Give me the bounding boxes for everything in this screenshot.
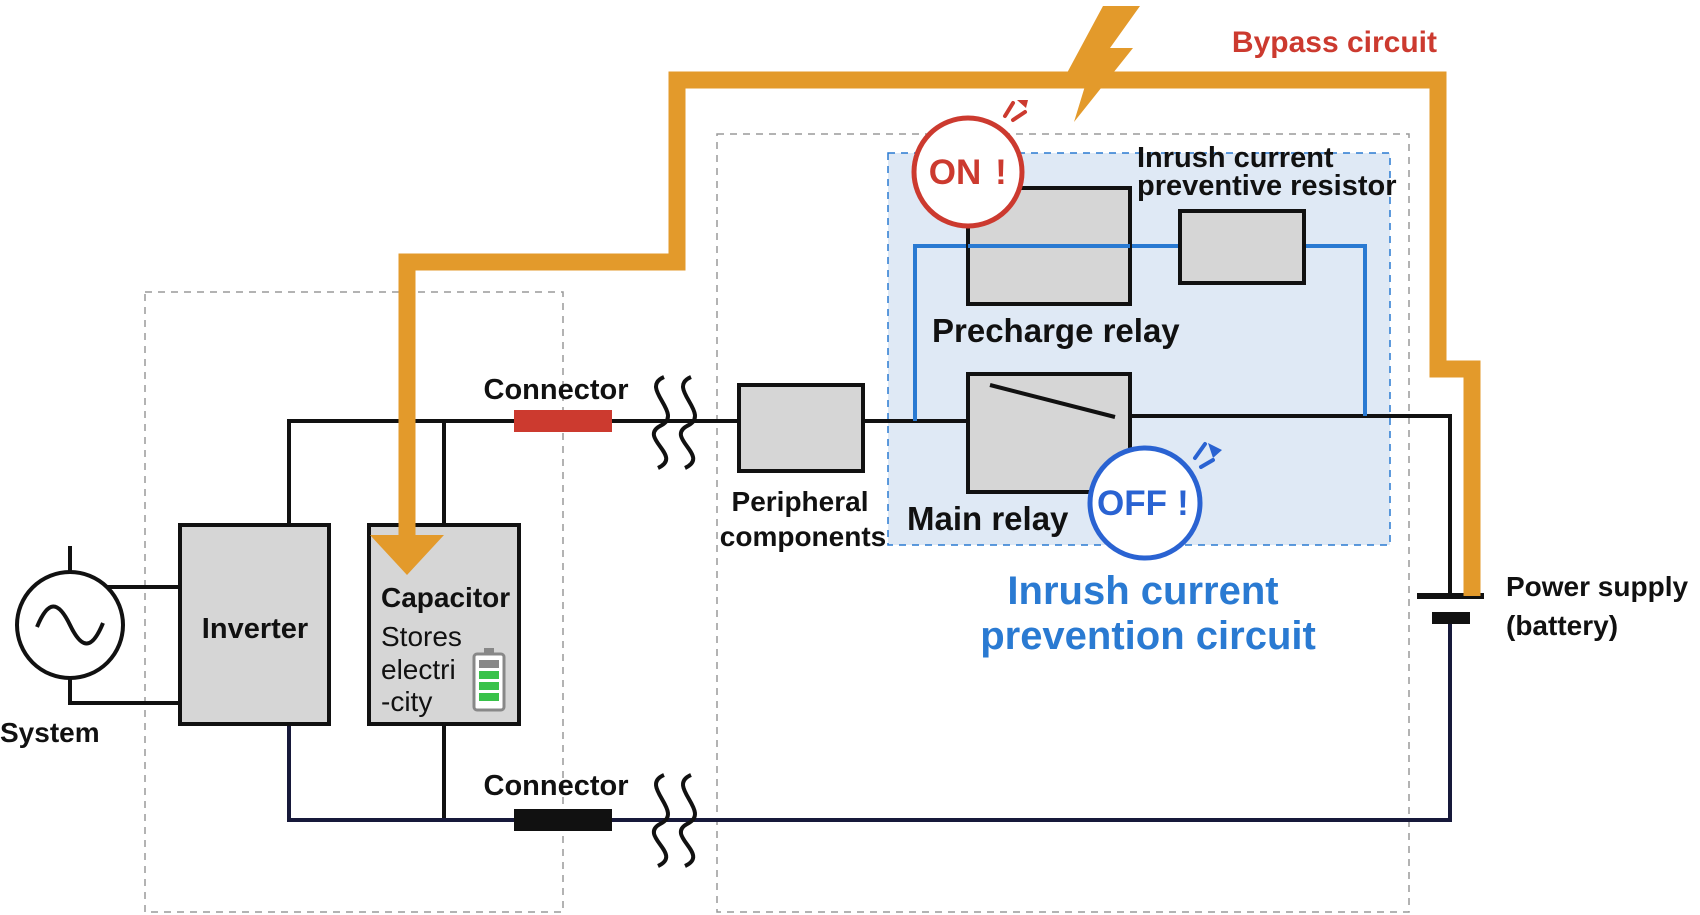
off-badge-mark: ! (1177, 484, 1189, 523)
on-badge (911, 100, 1028, 229)
capacitor-desc-2: electri (381, 654, 456, 685)
inrush-resistor-box (1178, 209, 1306, 285)
left-dashed-group (144, 291, 564, 913)
system-label: System (0, 717, 100, 748)
connector-bottom (514, 809, 612, 831)
peripheral-label-2: components (720, 521, 886, 552)
lightning-bolt-icon (1067, 6, 1140, 122)
right-dashed-group (716, 133, 1410, 913)
off-badge-text: OFF (1097, 484, 1167, 523)
on-badge-text: ON (929, 153, 982, 192)
peripheral-label-1: Peripheral (732, 486, 869, 517)
connector-top-label: Connector (484, 374, 629, 406)
inverter-label: Inverter (202, 613, 308, 645)
wire-break-top (651, 375, 697, 470)
prevention-circuit-label-2: prevention circuit (980, 614, 1316, 658)
connector-bottom-label: Connector (484, 770, 629, 802)
inrush-resistor-label-2: preventive resistor (1137, 170, 1397, 202)
precharge-wire (913, 244, 1367, 421)
prevention-circuit-label-1: Inrush current (1007, 569, 1278, 613)
main-relay-switch (989, 383, 1116, 419)
inrush-resistor-label-1: Inrush current (1137, 142, 1334, 174)
connector-top (514, 410, 612, 432)
capacitor-title: Capacitor (381, 582, 510, 613)
off-badge (1087, 442, 1222, 561)
capacitor-desc-1: Stores (381, 621, 462, 652)
battery-level-icon (472, 648, 506, 712)
bypass-arrowhead (370, 535, 444, 575)
precharge-relay-label: Precharge relay (932, 312, 1180, 349)
inverter-box (178, 523, 331, 726)
capacitor-desc-3: -city (381, 686, 432, 717)
bypass-circuit-label: Bypass circuit (1232, 26, 1437, 59)
wire-break-bottom (651, 773, 697, 868)
bypass-circuit-path (398, 71, 1481, 596)
main-relay-label: Main relay (907, 500, 1069, 537)
on-badge-mark: ! (995, 153, 1007, 192)
battery-icon (1417, 593, 1484, 624)
power-supply-label-1: Power supply (1506, 571, 1688, 602)
power-supply-label-2: (battery) (1506, 610, 1618, 641)
peripheral-components-box (737, 383, 865, 473)
ac-source-icon (15, 570, 125, 680)
